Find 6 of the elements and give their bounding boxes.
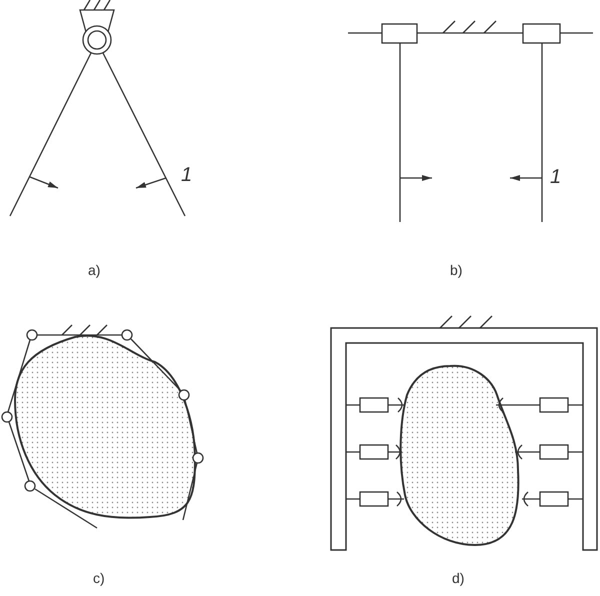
callout-number: 1 <box>550 166 562 188</box>
panel-label: b) <box>450 262 462 278</box>
panel-label: a) <box>88 262 100 278</box>
callout-number: 1 <box>181 164 192 186</box>
panel-label: c) <box>93 570 105 586</box>
panel-label: d) <box>452 570 464 586</box>
